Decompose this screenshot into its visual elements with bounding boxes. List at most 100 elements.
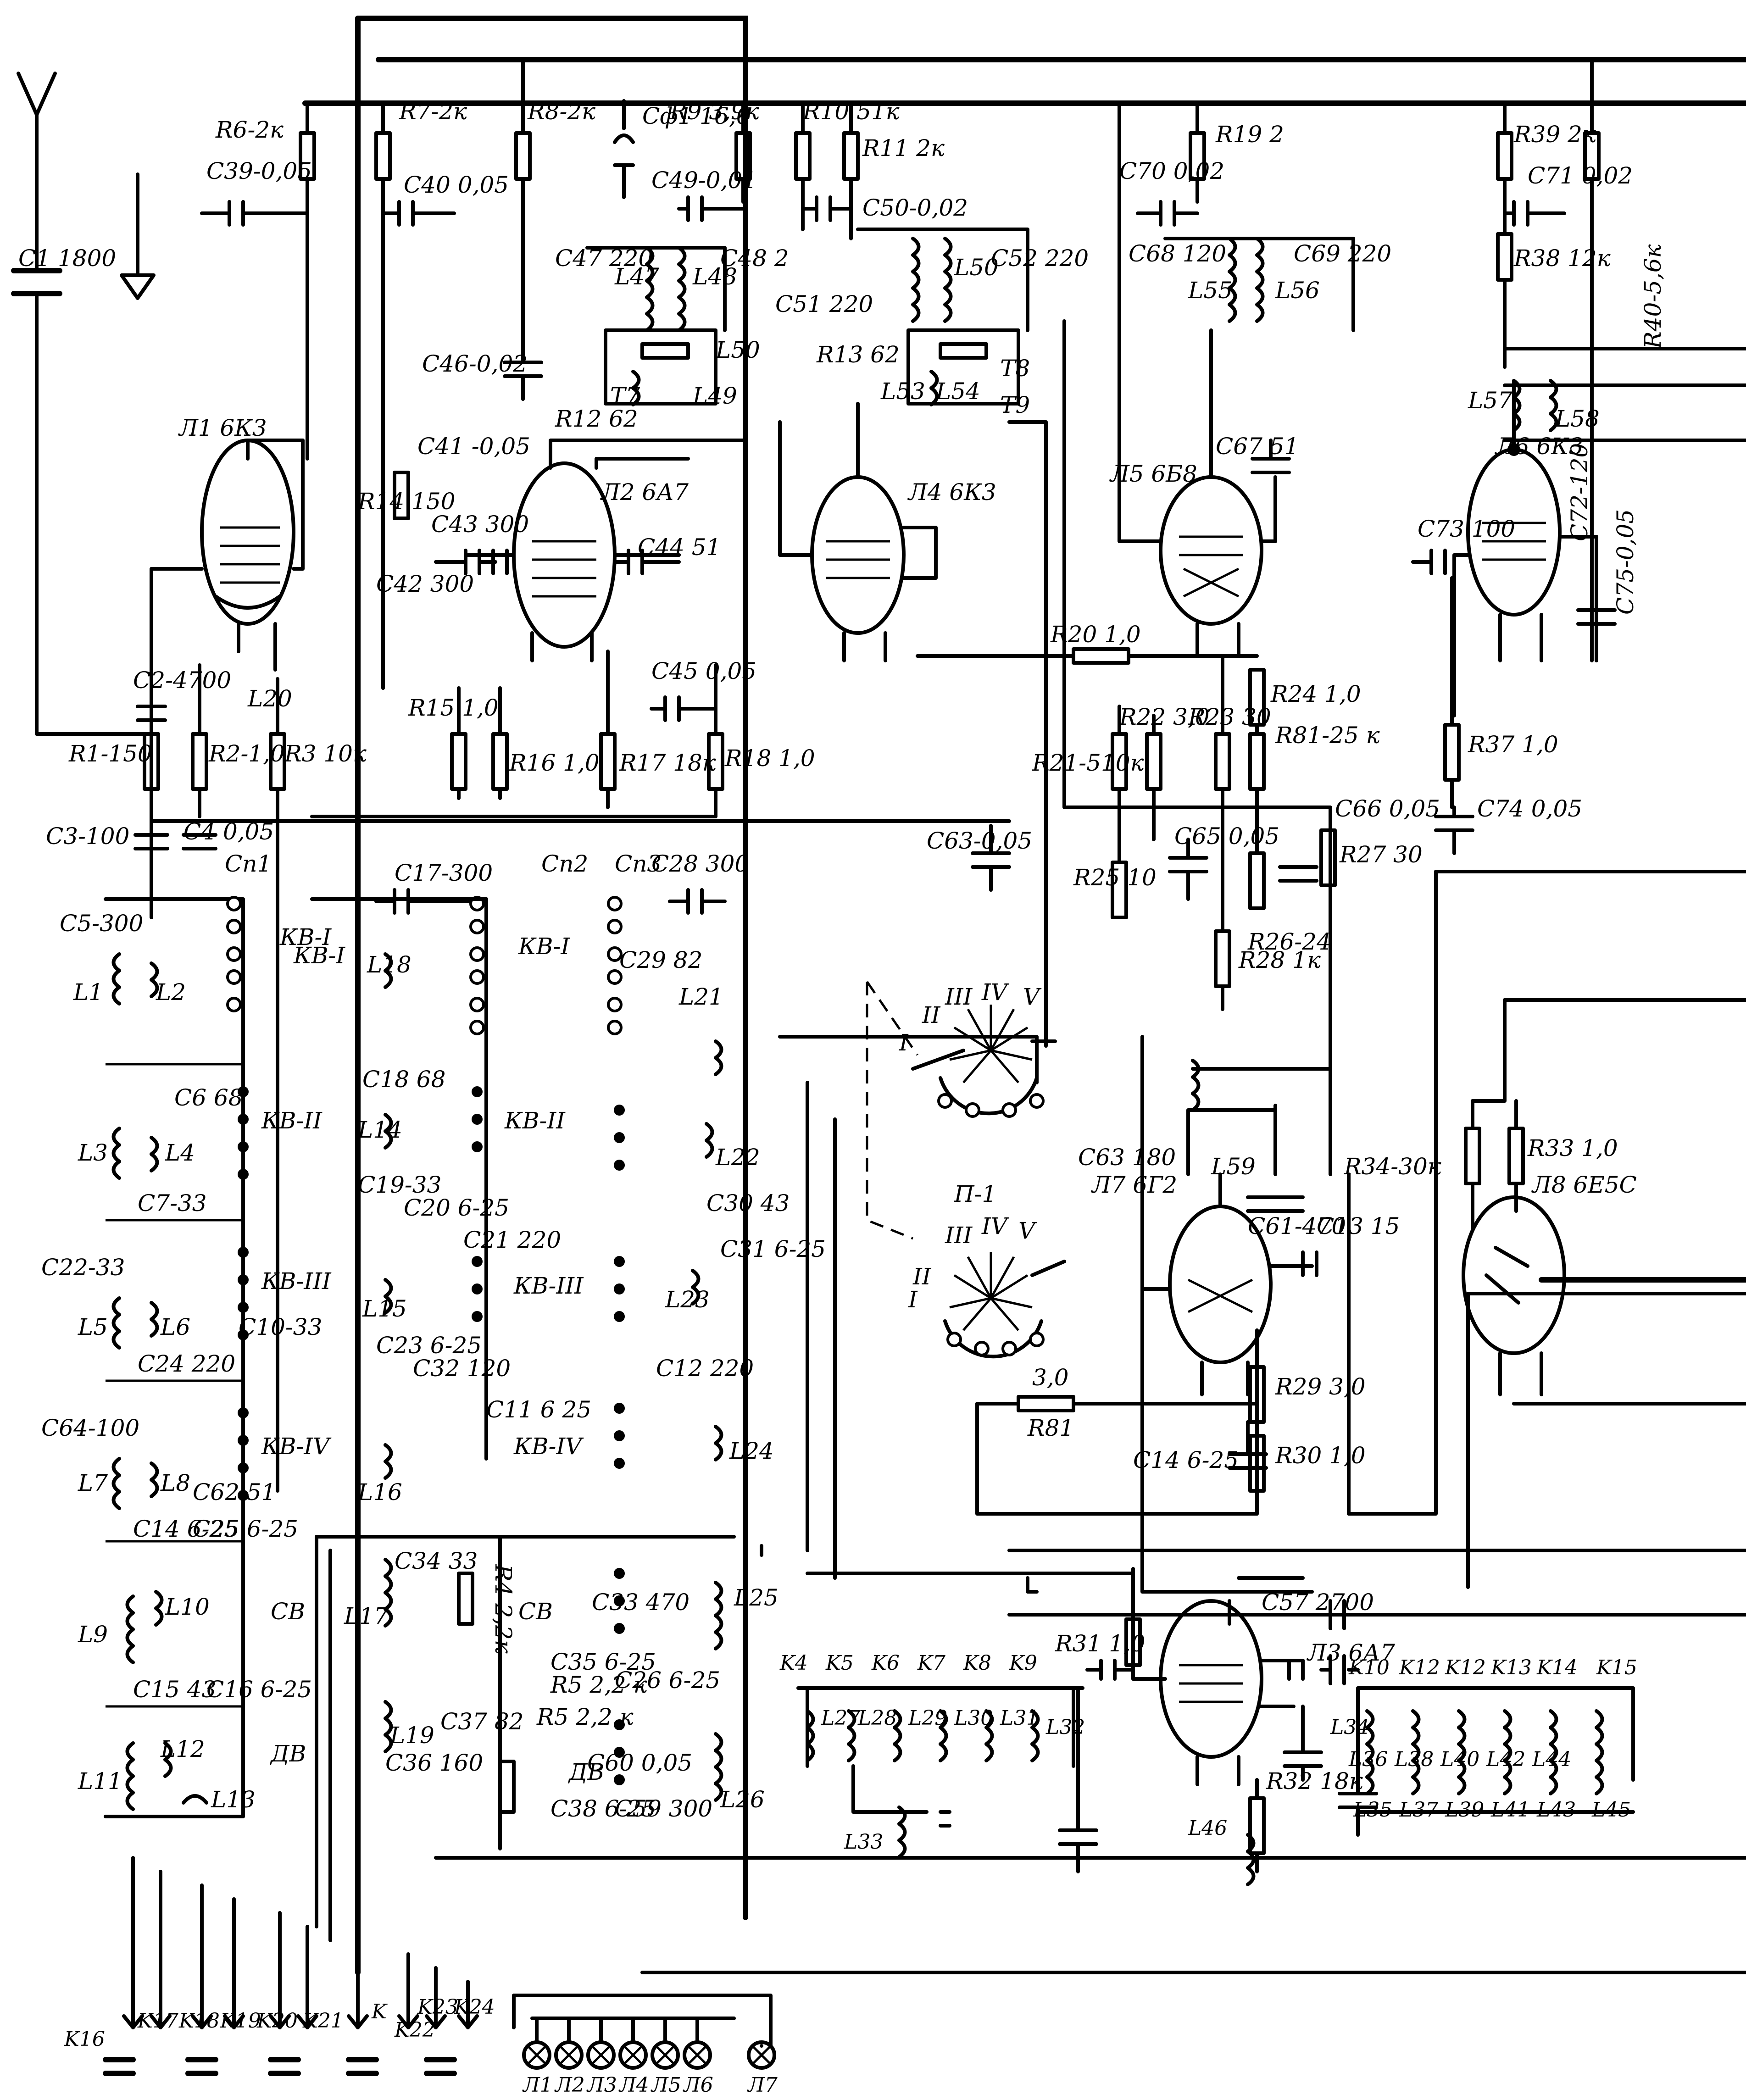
r23-label: R23 30 [1188,704,1271,730]
l45-label: L45 [1591,1798,1631,1822]
r21-label: R21-510к [1032,750,1144,776]
l57-label: L57 [1468,387,1512,414]
switch-pos-3a: III [945,983,973,1010]
lamp-l2: Л2 [554,2073,585,2097]
contact-k13: K13 [1490,1656,1532,1679]
switch-pos-4a: IV [981,979,1010,1006]
l28-label: L28 [857,1706,897,1730]
preset-contacts-right [1356,1686,1635,1814]
cp1-label: Cп1 [225,850,272,877]
supply-rails [302,16,1746,1975]
l21-label: L21 [678,983,723,1010]
l14-label: L14 [357,1117,402,1143]
r26-label: R26-24 [1247,928,1331,955]
l6-label: L6 [160,1314,190,1340]
if-transformers [585,228,1558,432]
r24-label: R24 1,0 [1270,681,1361,707]
l22-label: L22 [715,1144,760,1171]
r18-label: R18 1,0 [724,745,815,772]
c62-label: C61-470 [1248,1213,1346,1239]
c72-label: C72-120 [1566,443,1593,541]
c66-label: C66 0,05 [1335,795,1440,822]
cf1-label: Cф1 16,0 [642,103,751,129]
c40-label: C40 0,05 [404,172,509,198]
switch-pos-1a: I [899,1029,909,1056]
l54-label: L54 [935,378,980,405]
panel-lamps [522,2017,776,2070]
l27-label: L27 [821,1706,860,1730]
l1-label: L1 [73,979,103,1006]
c24-label: C11 6 25 [486,1396,591,1423]
band-contacts-middle [469,896,625,1785]
c7-label: C7-33 [138,1190,207,1217]
r22-label: R22 3,0 [1119,704,1210,730]
tube-l3 [1131,1599,1305,1786]
c28-label: C28 300 [651,850,749,877]
r81a-label: R81-25 к [1275,722,1380,749]
contact-k9: K9 [1009,1651,1037,1675]
l53-label: L53 [880,378,925,405]
l48-label: L48 [692,263,737,290]
preset-contacts [796,1599,1378,1886]
band-sv-mid: СВ [518,1598,553,1625]
tube-l7 [1140,1172,1314,1493]
contact-k8: K8 [963,1651,991,1675]
r7-label: R7-2к [399,98,467,125]
c70-label: C70 0,02 [1119,158,1224,184]
contact-k7: K7 [917,1651,945,1675]
c14-label: C25 6-25 [193,1516,298,1542]
lamp-l3: Л3 [586,2073,617,2097]
switch-pos-3b: III [945,1222,973,1249]
tube-l8-label: Л8 6Е5С [1531,1172,1637,1198]
l50b-label: L50 [954,254,999,281]
band-kv2-left: КВ-II [261,1107,323,1134]
r15-label: R15 1,0 [408,694,499,721]
r16-label: R16 1,0 [509,750,600,776]
contact-k4: K4 [779,1651,808,1675]
tube-l2-label: Л2 6А7 [600,479,689,506]
l33-label: L33 [844,1830,883,1854]
band-kv1-right: КВ-I [518,933,570,960]
r8-label: R8-2к [527,98,595,125]
c33-label: C35 6-25 [550,1649,656,1675]
c5-label: C5-300 [60,910,143,937]
c45-label: C45 0,05 [651,658,756,684]
c64-label: C63 180 [1078,1144,1176,1171]
r5-prefix: R5 2,2 к [550,1672,647,1698]
c46-label: C46-0,02 [422,350,528,377]
r30-label: R30 1,0 [1275,1442,1366,1469]
l11-label: L11 [78,1768,122,1794]
c69-label: C69 220 [1294,240,1391,267]
cp3-label: Cп3 [615,850,662,877]
r81b-label: R81 [1027,1415,1074,1441]
c36-label: C38 6-25 [550,1795,656,1822]
l16-label: L16 [357,1479,402,1506]
bottom-contact-k: K [371,2000,388,2023]
band-contacts-left [226,896,249,1501]
contact-k14: K14 [1536,1656,1578,1679]
switch-pos-4b: IV [981,1213,1010,1239]
l56-label: L56 [1275,277,1320,304]
c43-label: C43 300 [431,511,529,538]
tube-l4-label: Л4 6К3 [907,479,996,506]
r33-label: R33 1,0 [1527,1135,1618,1161]
r28-label: R28 1к [1238,947,1321,973]
c67-label: C67 51 [1216,433,1299,460]
r3-label: R3 10к [284,740,367,767]
band-kv4-left: КВ-IV [261,1433,332,1460]
r9-label: R9 3,9к [669,98,759,125]
l43-label: L43 [1536,1798,1576,1822]
l42-label: L42 [1486,1748,1525,1771]
l31-label: L31 [1000,1706,1039,1730]
l30-label: L30 [954,1706,993,1730]
l58-label: L58 [1555,406,1600,432]
switch-pos-1b: I [908,1286,918,1313]
l7-label: L7 [78,1470,108,1496]
l34-label: L34 [1330,1716,1369,1739]
tube-l5-label: Л5 6Б8 [1109,461,1197,487]
c25-label: C34 33 [395,1548,478,1574]
r25-label: R25 10 [1073,864,1157,891]
r10-label: R10 51к [802,98,900,125]
switch-pos-2a: II [922,1002,941,1028]
c9-label: C10-33 [239,1314,322,1340]
